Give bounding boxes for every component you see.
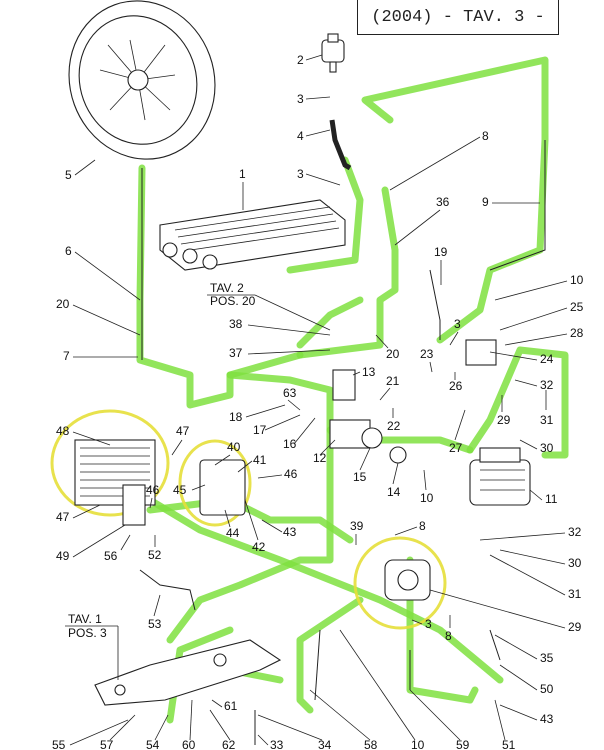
part-label: 11 (545, 492, 558, 506)
diverter-valve (384, 559, 431, 601)
part-label: 21 (386, 374, 400, 388)
part-label: 45 (173, 483, 187, 497)
part-label: 44 (226, 526, 240, 540)
part-label: 3 (297, 167, 304, 181)
part-label: 12 (313, 451, 327, 465)
part-label: 37 (229, 346, 243, 360)
part-label: 41 (253, 453, 267, 467)
ref-tav1: TAV. 1 POS. 3 (65, 612, 119, 680)
pipe-lines (139, 140, 546, 745)
part-label: 18 (229, 410, 243, 424)
part-label: 43 (540, 712, 554, 726)
part-label: 15 (353, 470, 367, 484)
part-label: 43 (283, 525, 297, 539)
part-label: 32 (568, 525, 582, 539)
part-label: 3 (425, 617, 432, 631)
highlight-circle-right (353, 536, 447, 630)
part-label: 30 (540, 441, 554, 455)
svg-text:POS. 3: POS. 3 (68, 626, 107, 640)
part-label: 57 (100, 738, 114, 750)
part-label: 10 (570, 273, 584, 287)
part-label: 10 (420, 491, 434, 505)
part-label: 34 (318, 738, 332, 750)
part-labels: 1 2 3 4 3 5 6 20 7 8 9 36 19 10 25 28 24… (52, 53, 584, 750)
part-label: 9 (482, 195, 489, 209)
part-label: 61 (224, 699, 238, 713)
svg-text:POS. 20: POS. 20 (210, 294, 256, 308)
part-label: 13 (362, 365, 376, 379)
part-label: 14 (387, 485, 401, 499)
part-label: 30 (568, 556, 582, 570)
part-label: 54 (146, 738, 160, 750)
part-label: 7 (63, 349, 70, 363)
part-label: 33 (270, 738, 284, 750)
expansion-vessel (68, 0, 216, 160)
part-label: 50 (540, 682, 554, 696)
part-label: 56 (104, 549, 118, 563)
svg-text:TAV. 1: TAV. 1 (68, 612, 102, 626)
part-label: 31 (540, 413, 554, 427)
part-label: 55 (52, 738, 66, 750)
part-label: 8 (482, 129, 489, 143)
circulation-pump (469, 447, 531, 506)
part-label: 58 (364, 738, 378, 750)
part-label: 5 (65, 168, 72, 182)
part-label: 10 (411, 738, 425, 750)
highlight-circle-middle (178, 439, 252, 527)
part-label: 48 (56, 424, 70, 438)
part-label: 46 (146, 483, 160, 497)
part-label: 29 (568, 620, 582, 634)
part-label: 62 (222, 738, 236, 750)
part-label: 46 (284, 467, 298, 481)
part-label: 8 (445, 629, 452, 643)
part-label: 29 (497, 413, 511, 427)
part-label: 52 (148, 548, 162, 562)
part-label: 35 (540, 651, 554, 665)
part-label: 24 (540, 352, 554, 366)
svg-text:TAV. 2: TAV. 2 (210, 281, 244, 295)
part-label: 3 (454, 317, 461, 331)
part-label: 8 (419, 519, 426, 533)
part-label: 31 (568, 587, 582, 601)
part-label: 49 (56, 549, 70, 563)
part-label: 4 (297, 129, 304, 143)
automatic-air-vent (321, 33, 345, 73)
part-label: 59 (456, 738, 470, 750)
part-label: 27 (449, 441, 463, 455)
part-label: 38 (229, 317, 243, 331)
part-label: 51 (502, 738, 516, 750)
part-label: 23 (420, 347, 434, 361)
mounting-bracket (94, 639, 282, 706)
part-label: 60 (182, 738, 196, 750)
part-label: 40 (227, 440, 241, 454)
part-label: 22 (387, 419, 401, 433)
part-label: 20 (56, 297, 70, 311)
part-label: 28 (570, 326, 584, 340)
part-label: 32 (540, 378, 554, 392)
part-label: 16 (283, 437, 297, 451)
part-label: 25 (570, 300, 584, 314)
highlight-circle-left (50, 409, 170, 517)
part-label: 36 (436, 195, 450, 209)
part-label: 2 (297, 53, 304, 67)
part-label: 47 (176, 424, 190, 438)
part-label: 26 (449, 379, 463, 393)
part-label: 20 (386, 347, 400, 361)
part-label: 39 (350, 519, 364, 533)
part-label: 1 (239, 167, 246, 181)
part-label: 17 (253, 423, 267, 437)
part-label: 47 (56, 510, 70, 524)
center-fittings (122, 339, 497, 526)
part-label: 42 (252, 540, 266, 554)
part-label: 6 (65, 244, 72, 258)
part-label: 3 (297, 92, 304, 106)
bent-pipe-4 (329, 119, 352, 171)
part-label: 19 (434, 245, 448, 259)
main-heat-exchanger (159, 199, 346, 271)
part-label: 63 (283, 386, 297, 400)
ref-tav2: TAV. 2 POS. 20 (207, 281, 331, 331)
table-title: (2004) - TAV. 3 - (357, 0, 559, 35)
part-label: 53 (148, 617, 162, 631)
